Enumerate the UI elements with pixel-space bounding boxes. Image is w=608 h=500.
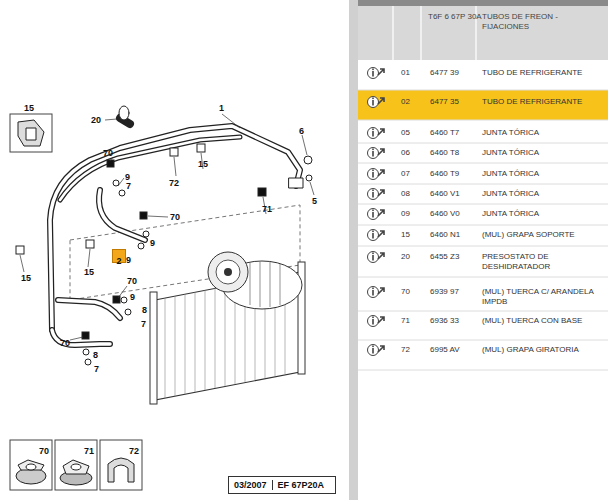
part-description: PRESOSTATO DE DESHIDRATADOR	[482, 252, 604, 272]
part-code: 6460 V1	[430, 189, 460, 199]
highlighted-callout: 2	[112, 249, 126, 263]
part-description: (MUL) TUERCA CON BASE	[482, 316, 604, 326]
part-code: 6460 T9	[430, 169, 459, 179]
part-code: 6477 35	[430, 97, 459, 107]
callout-number: 1	[219, 103, 224, 113]
callout-number: 70	[127, 276, 137, 286]
item-number: 06	[401, 148, 410, 158]
part-code: 6995 AV	[430, 345, 460, 355]
part-description: JUNTA TÓRICA	[482, 169, 604, 179]
info-icon	[367, 228, 387, 242]
reference-text: 03/2007	[229, 480, 272, 490]
info-icon	[367, 146, 387, 160]
reference-text: EF 67P20A	[272, 480, 330, 490]
part-icon-label: 70	[10, 440, 52, 490]
part-code: 6455 Z3	[430, 252, 459, 262]
part-description: JUNTA TÓRICA	[482, 128, 604, 138]
part-description: JUNTA TÓRICA	[482, 189, 604, 199]
part-icon-label: 71	[55, 440, 97, 490]
clip-icon-box	[10, 114, 52, 152]
info-icon	[367, 314, 387, 328]
part-code: 6939 97	[430, 287, 459, 297]
callout-number: 5	[312, 196, 317, 206]
table-header	[358, 6, 608, 60]
table-header-cell: TUBOS DE FREON - FIJACIONES	[482, 12, 604, 32]
info-icon	[367, 250, 387, 264]
part-description: TUBO DE REFRIGERANTE	[482, 68, 604, 78]
info-icon	[367, 285, 387, 299]
info-icon	[367, 95, 387, 109]
item-number: 15	[401, 230, 410, 240]
callout-number: 15	[198, 159, 208, 169]
info-icon	[367, 167, 387, 181]
info-icon	[367, 66, 387, 80]
callout-number: 9	[125, 172, 130, 182]
callout-number: 2	[116, 255, 121, 267]
callout-number: 70	[103, 148, 113, 158]
item-number: 08	[401, 189, 410, 199]
row-lines	[358, 90, 608, 370]
table-header-cell: T6F 6 67P 30A	[428, 12, 482, 22]
part-description: JUNTA TÓRICA	[482, 148, 604, 158]
part-code: 6460 T7	[430, 128, 459, 138]
callout-number: 7	[141, 319, 146, 329]
part-icons	[10, 440, 142, 490]
part-description: TUBO DE REFRIGERANTE	[482, 97, 604, 107]
item-number: 72	[401, 345, 410, 355]
info-icon	[367, 207, 387, 221]
part-description: (MUL) GRAPA GIRATORIA	[482, 345, 604, 355]
highlight-row	[358, 90, 608, 120]
part-description: (MUL) TUERCA C/ ARANDELA IMPDB	[482, 287, 604, 307]
callout-number: 7	[94, 364, 99, 374]
callout-number: 72	[129, 446, 139, 456]
callout-number: 6	[299, 126, 304, 136]
item-number: 05	[401, 128, 410, 138]
item-number: 71	[401, 316, 410, 326]
info-icon	[367, 126, 387, 140]
callout-number: 8	[142, 305, 147, 315]
refrigerant-pipes	[50, 106, 303, 345]
compressor	[208, 252, 302, 309]
callout-number: 71	[262, 204, 272, 214]
item-number: 09	[401, 209, 410, 219]
item-number: 02	[401, 97, 410, 107]
callout-number: 70	[60, 338, 70, 348]
callout-number: 15	[21, 273, 31, 283]
item-number: 70	[401, 287, 410, 297]
callout-number: 8	[93, 350, 98, 360]
callout-number: 15	[84, 267, 94, 277]
callout-number: 70	[39, 446, 49, 456]
callout-number: 72	[169, 178, 179, 188]
header-strip	[358, 0, 608, 6]
item-number: 07	[401, 169, 410, 179]
callout-number: 7	[126, 181, 131, 191]
callout-number: 9	[126, 255, 131, 265]
part-description: JUNTA TÓRICA	[482, 209, 604, 219]
part-description: (MUL) GRAPA SOPORTE	[482, 230, 604, 240]
date-reference-box: 03/2007EF 67P20A	[228, 476, 336, 494]
part-code: 6460 V0	[430, 209, 460, 219]
item-number: 20	[401, 252, 410, 262]
part-code: 6460 N1	[430, 230, 460, 240]
callout-number: 20	[91, 115, 101, 125]
info-icon	[367, 343, 387, 357]
callout-number: 9	[150, 238, 155, 248]
leader-lines	[20, 114, 314, 340]
part-code: 6936 33	[430, 316, 459, 326]
item-number: 01	[401, 68, 410, 78]
part-code: 6477 39	[430, 68, 459, 78]
info-icon	[367, 187, 387, 201]
callout-number: 70	[170, 212, 180, 222]
callout-number: 15	[24, 103, 34, 113]
fittings	[16, 144, 312, 365]
callout-number: 71	[84, 446, 94, 456]
part-code: 6460 T8	[430, 148, 459, 158]
callout-number: 9	[130, 292, 135, 302]
panel-divider	[349, 0, 358, 500]
part-icon-label: 72	[100, 440, 142, 490]
